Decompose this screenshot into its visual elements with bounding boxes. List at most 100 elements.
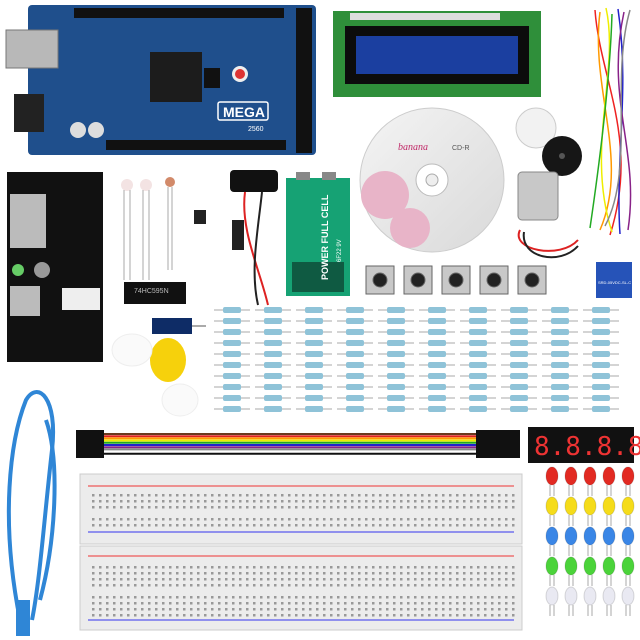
breadboard-hole: [323, 518, 326, 521]
breadboard-hole: [162, 524, 165, 527]
breadboard-hole: [141, 518, 144, 521]
breadboard-hole: [337, 602, 340, 605]
breadboard-hole: [239, 518, 242, 521]
breadboard-hole: [281, 578, 284, 581]
breadboard-hole: [113, 584, 116, 587]
breadboard-hole: [379, 602, 382, 605]
resistor: [510, 362, 528, 368]
breadboard-hole: [414, 566, 417, 569]
breadboard-hole: [232, 494, 235, 497]
resistor: [592, 307, 610, 313]
breadboard-hole: [449, 584, 452, 587]
breadboard-hole: [344, 578, 347, 581]
breadboard-hole: [155, 500, 158, 503]
resistor: [510, 318, 528, 324]
breadboard-hole: [428, 518, 431, 521]
breadboard-hole: [134, 578, 137, 581]
breadboard-hole: [512, 602, 515, 605]
breadboard-hole: [274, 524, 277, 527]
breadboard-hole: [330, 494, 333, 497]
fan-blade: [111, 333, 199, 417]
breadboard-hole: [414, 602, 417, 605]
breadboard-hole: [323, 602, 326, 605]
breadboard-hole: [393, 614, 396, 617]
resistor: [387, 329, 405, 335]
breadboard-hole: [141, 500, 144, 503]
breadboard-hole: [239, 608, 242, 611]
breadboard-hole: [330, 596, 333, 599]
breadboard-hole: [386, 572, 389, 575]
breadboard-hole: [253, 572, 256, 575]
breadboard-hole: [512, 506, 515, 509]
breadboard-hole: [225, 518, 228, 521]
breadboard-hole: [316, 506, 319, 509]
breadboard-hole: [246, 518, 249, 521]
breadboard-hole: [141, 614, 144, 617]
breadboard-hole: [190, 506, 193, 509]
breadboard-hole: [260, 524, 263, 527]
breadboard-hole: [106, 566, 109, 569]
breadboard-hole: [246, 602, 249, 605]
breadboard-hole: [120, 518, 123, 521]
resistor-grid: [214, 307, 619, 412]
breadboard-hole: [162, 506, 165, 509]
breadboard-hole: [498, 566, 501, 569]
breadboard-hole: [365, 608, 368, 611]
breadboard-hole: [407, 506, 410, 509]
breadboard-hole: [225, 572, 228, 575]
breadboard-hole: [470, 602, 473, 605]
breadboard-hole: [92, 608, 95, 611]
breadboard-hole: [435, 500, 438, 503]
breadboard-hole: [505, 518, 508, 521]
breadboard-hole: [393, 572, 396, 575]
breadboard-hole: [197, 596, 200, 599]
breadboard-hole: [372, 602, 375, 605]
resistor: [346, 329, 364, 335]
buzzer-pair: [515, 107, 582, 176]
breadboard-hole: [484, 602, 487, 605]
breadboard-hole: [246, 494, 249, 497]
breadboard-hole: [400, 506, 403, 509]
breadboard-hole: [295, 500, 298, 503]
resistor: [510, 307, 528, 313]
resistor: [592, 362, 610, 368]
breadboard-hole: [456, 500, 459, 503]
breadboard-hole: [358, 602, 361, 605]
breadboard-hole: [449, 602, 452, 605]
resistor: [428, 395, 446, 401]
breadboard-hole: [106, 608, 109, 611]
breadboard-hole: [267, 494, 270, 497]
resistor: [592, 395, 610, 401]
breadboard-hole: [141, 596, 144, 599]
breadboard-hole: [134, 566, 137, 569]
breadboard-hole: [288, 602, 291, 605]
breadboard-hole: [344, 506, 347, 509]
led: [602, 556, 616, 576]
breadboard-hole: [449, 506, 452, 509]
breadboard-hole: [204, 500, 207, 503]
breadboard-hole: [134, 584, 137, 587]
breadboard-hole: [330, 572, 333, 575]
breadboard-hole: [225, 578, 228, 581]
breadboard-hole: [190, 500, 193, 503]
breadboard-hole: [302, 518, 305, 521]
breadboard-hole: [148, 506, 151, 509]
breadboard-hole: [435, 566, 438, 569]
mega-number-text: 2560: [248, 126, 264, 133]
resistor: [305, 340, 323, 346]
breadboard-hole: [295, 518, 298, 521]
breadboard-hole: [358, 608, 361, 611]
breadboard-hole: [169, 578, 172, 581]
breadboard-hole: [470, 494, 473, 497]
breadboard-hole: [442, 566, 445, 569]
breadboard-hole: [351, 578, 354, 581]
breadboard-hole: [337, 518, 340, 521]
breadboard-hole: [162, 494, 165, 497]
breadboard-hole: [302, 602, 305, 605]
resistor: [387, 395, 405, 401]
breadboard-hole: [148, 494, 151, 497]
breadboard-hole: [470, 608, 473, 611]
seven-segment-display: 8.8.8.8.: [528, 427, 640, 463]
breadboard-hole: [498, 494, 501, 497]
